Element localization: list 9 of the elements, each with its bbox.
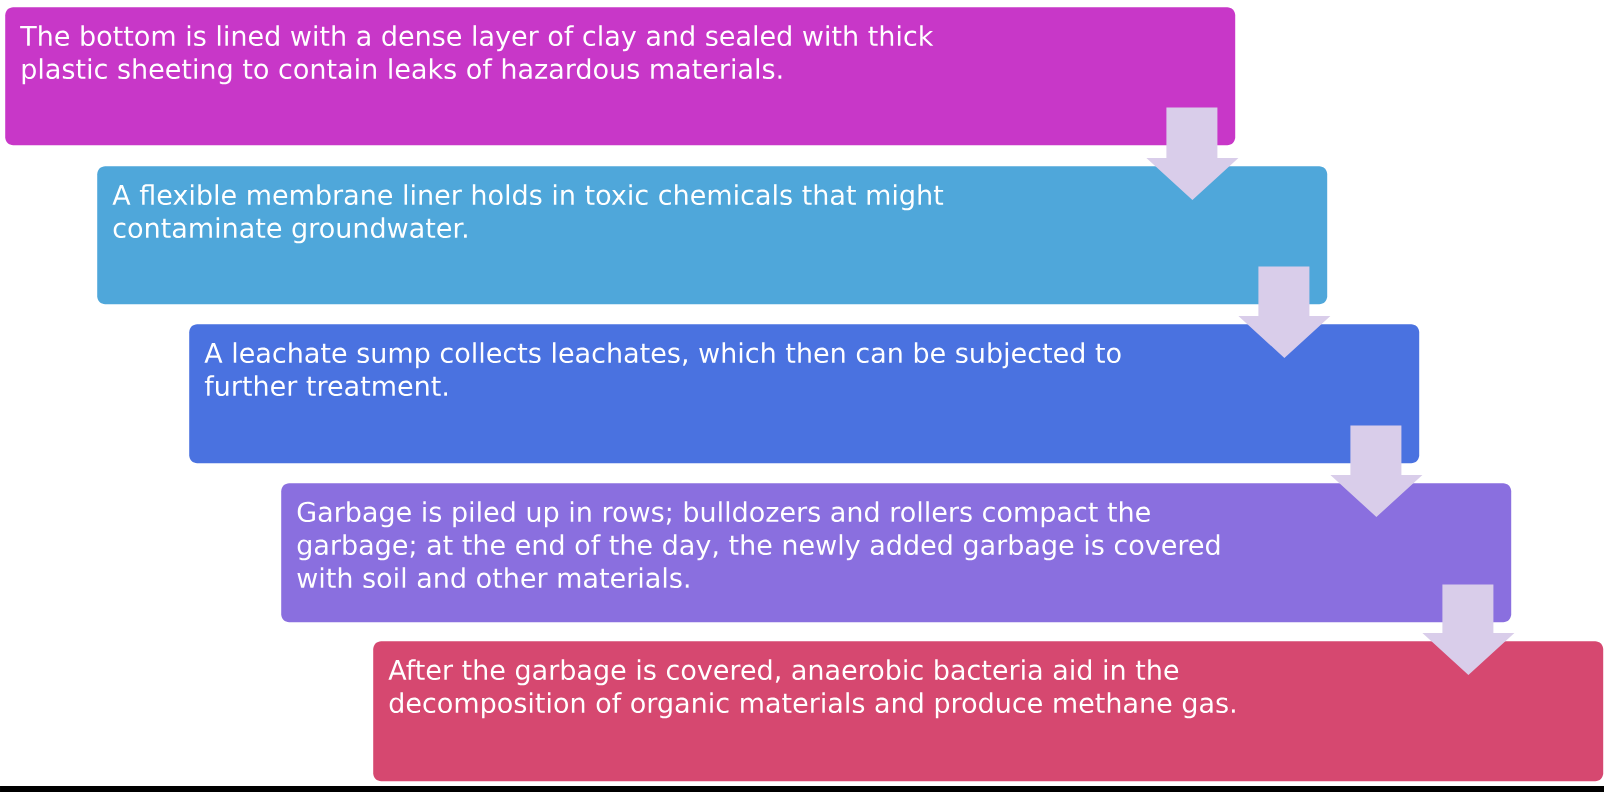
down-arrow xyxy=(1422,584,1515,675)
step-box: Garbage is piled up in rows; bulldozers and rollers compact the garbage; at the end of the day, the newly added garbage is covered with soil and other materials. xyxy=(281,483,1512,623)
down-arrow xyxy=(1330,425,1423,517)
step-box: A flexible membrane liner holds in toxic chemicals that might contaminate groundwater. xyxy=(97,166,1328,305)
step-box: A leachate sump collects leachates, which then can be subjected to further treatment. xyxy=(189,324,1420,464)
step-box: The bottom is lined with a dense layer of clay and sealed with thick plastic sheeting to contain leaks of hazardous materials. xyxy=(5,7,1236,146)
step-box: After the garbage is covered, anaerobic bacteria aid in the decomposition of organic materials and produce methane gas. xyxy=(373,641,1604,782)
down-arrow xyxy=(1146,107,1239,200)
down-arrow xyxy=(1238,266,1331,358)
